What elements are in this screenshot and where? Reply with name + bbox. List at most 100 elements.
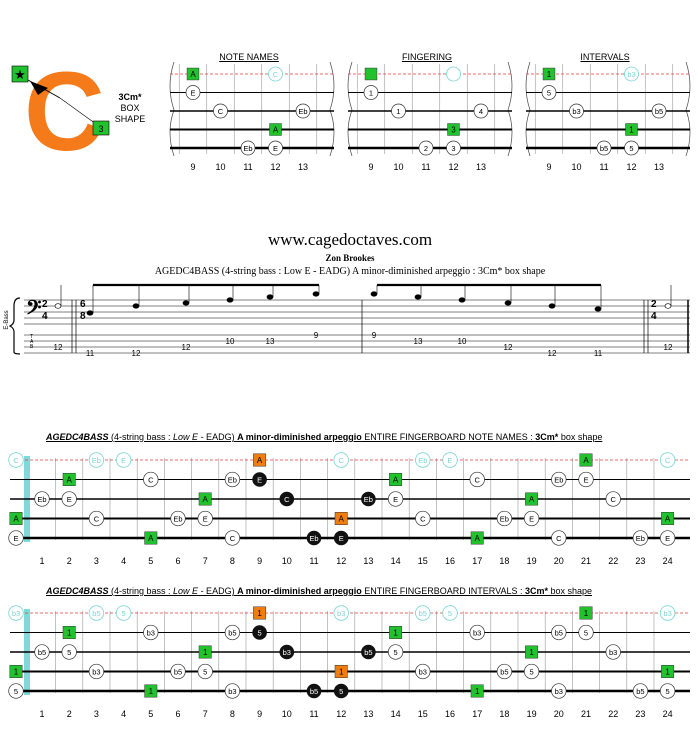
fb-names-note-marker bbox=[387, 491, 404, 507]
diagram-fret-number: 11 bbox=[599, 162, 608, 172]
fb-names-note-label: C bbox=[94, 515, 100, 524]
fb-intervals-root-label: 1 bbox=[475, 687, 480, 696]
fb-names-ghost-marker bbox=[88, 452, 105, 468]
fb-names-fret-number: 16 bbox=[445, 556, 455, 566]
diagram-intervals-note-marker bbox=[651, 103, 667, 119]
fb-intervals-note-marker bbox=[34, 644, 50, 660]
diagram-intervals-note-label: b5 bbox=[600, 144, 608, 153]
note-head bbox=[504, 300, 512, 306]
fb-names-note-marker bbox=[224, 530, 241, 546]
fb-intervals-fret-number: 21 bbox=[581, 709, 591, 719]
fingerboard-intervals-title: AGEDC4BASS (4-string bass : Low E - EADG… bbox=[46, 586, 592, 596]
fb-intervals-root-label: 1 bbox=[14, 668, 19, 677]
diagram-fret-number: 9 bbox=[368, 162, 373, 172]
fb-names-fret-number: 14 bbox=[391, 556, 401, 566]
fb-names-root-label: A bbox=[475, 534, 481, 543]
fb-intervals-shape-label: 5 bbox=[339, 687, 343, 696]
bass-clef: 𝄢 bbox=[26, 297, 41, 324]
fb-names-ghost-label: E bbox=[447, 456, 452, 465]
fb-names-note-label: E bbox=[13, 534, 18, 543]
diagram-names-root-marker bbox=[186, 67, 200, 81]
tab-label: B bbox=[30, 344, 34, 350]
fb-names-note-marker bbox=[659, 530, 676, 546]
time-sig-top: 6 bbox=[80, 299, 86, 310]
fb-intervals-note-marker bbox=[551, 683, 567, 699]
time-sig-bottom: 4 bbox=[42, 311, 48, 322]
fb1-title-part2: - EADG) bbox=[198, 432, 238, 442]
fb-names-fret-number: 10 bbox=[282, 556, 292, 566]
fb-names-note-label: E bbox=[67, 495, 72, 504]
fb-names-root-label: A bbox=[583, 456, 589, 465]
diagram-names-note-marker bbox=[295, 103, 311, 119]
star-icon: ★ bbox=[14, 67, 26, 82]
tab-number: 10 bbox=[226, 337, 235, 346]
diagram-fret-number: 11 bbox=[421, 162, 430, 172]
fb-intervals-note-marker bbox=[224, 624, 241, 641]
logo-star-box bbox=[11, 65, 29, 83]
fb-intervals-note-marker bbox=[143, 624, 159, 641]
fb-intervals-shape-marker bbox=[333, 683, 349, 699]
fb-names-note-label: Eb bbox=[37, 495, 46, 504]
logo-pointer-line-2 bbox=[59, 97, 97, 125]
fb-intervals-shape-marker bbox=[279, 644, 295, 660]
fb-intervals-note-marker bbox=[578, 624, 594, 641]
fb-intervals-fret-number: 2 bbox=[67, 709, 72, 719]
fb2-title-part2: - EADG) bbox=[198, 586, 238, 596]
tab-number: 12 bbox=[182, 343, 191, 352]
fb-names-shape-label: C bbox=[284, 495, 290, 504]
diagram-fingering-note-marker bbox=[446, 140, 461, 156]
fb-names-note-label: E bbox=[583, 476, 588, 485]
website-url[interactable]: www.cagedoctaves.com bbox=[267, 230, 433, 249]
fb-intervals-ghost-marker bbox=[8, 605, 24, 621]
tab-label: T bbox=[30, 334, 33, 340]
fb-names-note-label: Eb bbox=[500, 515, 509, 524]
logo: C ★ 3 bbox=[8, 49, 110, 174]
diagram-names-note-label: Eb bbox=[298, 107, 307, 116]
fb-names-fret-number: 12 bbox=[336, 556, 346, 566]
fb-names-fret-number: 18 bbox=[499, 556, 509, 566]
fb-intervals-fret-number: 23 bbox=[635, 709, 645, 719]
staff-brace bbox=[8, 297, 21, 355]
diagram-names-note-label: E bbox=[273, 144, 278, 153]
fb-names-root-label: A bbox=[67, 476, 73, 485]
diagram-intervals-ghost-marker bbox=[624, 66, 639, 82]
fb-intervals-fret-number: 9 bbox=[257, 709, 262, 719]
instrument-name: E-Bass bbox=[4, 310, 10, 329]
fb-intervals-note-marker bbox=[415, 663, 431, 680]
fb-names-fret-number: 13 bbox=[363, 556, 373, 566]
fb-names-fret-number: 23 bbox=[635, 556, 645, 566]
fb-names-note-label: C bbox=[556, 534, 562, 543]
diagram-fingering-ghost-marker bbox=[446, 66, 461, 82]
fb-intervals-fret-number: 19 bbox=[527, 709, 537, 719]
fb-intervals-root-marker bbox=[470, 684, 484, 698]
fb-intervals-note-marker bbox=[605, 644, 621, 660]
fb-intervals-ghost-label: b3 bbox=[663, 609, 671, 618]
fb-intervals-root-marker bbox=[198, 645, 212, 659]
diagram-names-root-label: A bbox=[190, 70, 196, 79]
fb-intervals-note-marker bbox=[387, 644, 404, 660]
fb-names-fret-number: 2 bbox=[67, 556, 72, 566]
fb-intervals-note-label: b3 bbox=[609, 648, 617, 657]
fb-names-note-marker bbox=[224, 471, 241, 488]
fb-intervals-ghost-marker bbox=[115, 605, 132, 621]
fb-intervals-note-label: b3 bbox=[92, 668, 100, 677]
fb-intervals-note-label: 5 bbox=[203, 668, 207, 677]
diagram-fret-number: 10 bbox=[215, 162, 225, 172]
fb-names-shape-label: E bbox=[257, 476, 262, 485]
fb-intervals-fret-number: 11 bbox=[309, 709, 318, 719]
fb-names-root-marker bbox=[525, 492, 539, 506]
tab-number: 12 bbox=[54, 343, 63, 352]
fb-names-note-label: E bbox=[665, 534, 670, 543]
note-head bbox=[182, 300, 190, 306]
fb-names-note-marker bbox=[551, 530, 567, 546]
fb-names-ghost-label: C bbox=[13, 456, 19, 465]
fb-names-root-label: A bbox=[257, 456, 263, 465]
fb-names-ghost-marker bbox=[115, 452, 132, 468]
fb-intervals-fret-number: 8 bbox=[230, 709, 235, 719]
fb-intervals-fret-number: 12 bbox=[336, 709, 346, 719]
fb-intervals-note-marker bbox=[224, 683, 241, 699]
diagram-intervals-note-label: 5 bbox=[547, 89, 551, 98]
fb-names-note-marker bbox=[415, 510, 431, 527]
diagram-fret-number: 9 bbox=[546, 162, 551, 172]
